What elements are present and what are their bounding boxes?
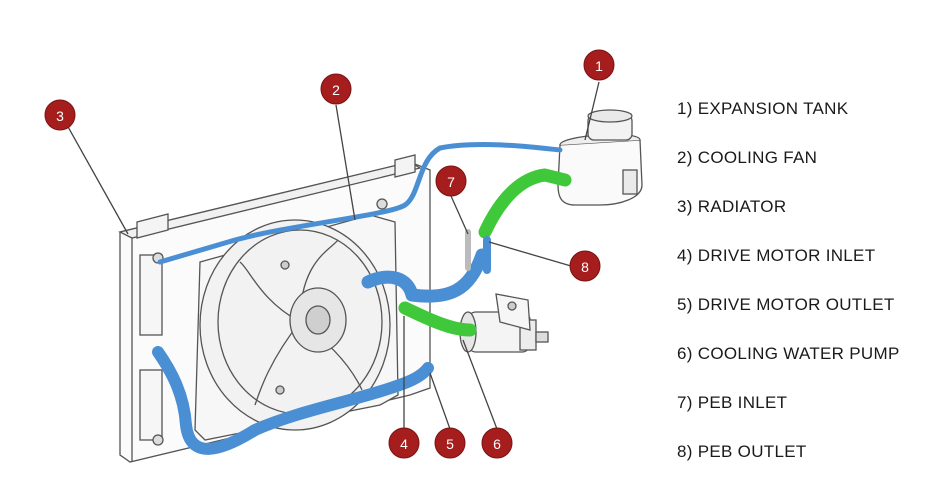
legend-item-peb-outlet: 8) PEB OUTLET bbox=[677, 442, 807, 461]
callout-number: 1 bbox=[595, 58, 603, 74]
callout-number: 7 bbox=[447, 174, 455, 190]
callout-number: 4 bbox=[400, 436, 408, 452]
hot-hose-upper bbox=[361, 248, 489, 303]
legend-item-cooling-fan: 2) COOLING FAN bbox=[677, 148, 818, 167]
callout-number: 8 bbox=[581, 259, 589, 275]
callout-6: 6 bbox=[481, 427, 513, 459]
expansion-tank-illustration bbox=[557, 109, 643, 206]
callout-1: 1 bbox=[583, 49, 615, 81]
callout-number: 5 bbox=[446, 436, 454, 452]
cooling-fan-illustration bbox=[194, 214, 399, 441]
cool-hose bbox=[478, 168, 572, 239]
callout-number: 2 bbox=[332, 82, 340, 98]
callout-7: 7 bbox=[435, 165, 467, 197]
legend-item-peb-inlet: 7) PEB INLET bbox=[677, 393, 788, 412]
water-pump-illustration bbox=[459, 293, 549, 353]
legend-item-cooling-water-pump: 6) COOLING WATER PUMP bbox=[677, 344, 900, 363]
hot-hose-lower bbox=[152, 346, 434, 455]
cool-hose-lower bbox=[398, 301, 477, 337]
legend-item-radiator: 3) RADIATOR bbox=[677, 197, 787, 216]
callout-4: 4 bbox=[388, 427, 420, 459]
callout-5: 5 bbox=[434, 427, 466, 459]
callout-2: 2 bbox=[320, 73, 352, 105]
component-legend: 1) EXPANSION TANK 2) COOLING FAN 3) RADI… bbox=[677, 96, 900, 488]
callout-3: 3 bbox=[44, 99, 76, 131]
hot-hose-top bbox=[157, 142, 563, 265]
legend-item-drive-motor-inlet: 4) DRIVE MOTOR INLET bbox=[677, 246, 876, 265]
callout-number: 3 bbox=[56, 108, 64, 124]
leader-lines bbox=[66, 81, 600, 430]
callout-8: 8 bbox=[569, 250, 601, 282]
callout-number: 6 bbox=[493, 436, 501, 452]
legend-item-expansion-tank: 1) EXPANSION TANK bbox=[677, 99, 849, 118]
legend-item-drive-motor-outlet: 5) DRIVE MOTOR OUTLET bbox=[677, 295, 895, 314]
hose-lines bbox=[152, 142, 572, 455]
